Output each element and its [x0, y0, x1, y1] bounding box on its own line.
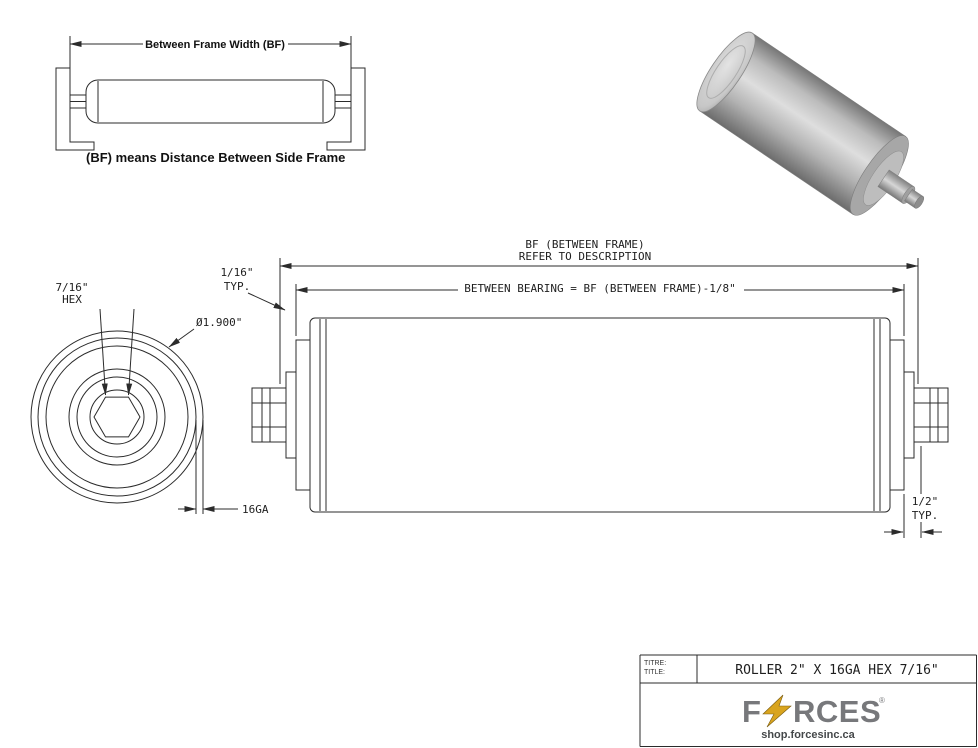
- title-label: TITLE:: [644, 669, 665, 676]
- website-text: shop.forcesinc.ca: [761, 729, 855, 741]
- shaft-right: [913, 387, 949, 443]
- gauge-label: 16GA: [242, 503, 269, 516]
- roller-tube: [309, 317, 891, 513]
- hex-word-label: HEX: [62, 293, 82, 306]
- roller-end-view: 7/16" HEX Ø1.900" 16GA: [30, 281, 269, 516]
- tube-id-circle: [37, 337, 197, 497]
- cylinder-near-end-face-3d: [696, 31, 756, 113]
- shaft-left: [251, 387, 287, 443]
- gap-size-label: 1/16": [220, 266, 253, 279]
- bore-circle: [89, 389, 145, 445]
- end-face-ring-3d: [706, 45, 746, 99]
- diameter-label: Ø1.900": [196, 316, 242, 329]
- registered-mark: ®: [879, 696, 885, 705]
- swage-circle: [45, 345, 189, 489]
- roller-body-small: [85, 79, 336, 124]
- between-bearing-text-mask: [458, 280, 744, 295]
- logo-text-f: F: [742, 694, 761, 729]
- left-side-frame: [55, 67, 95, 151]
- bearing-flange-right: [889, 339, 905, 491]
- diameter-leader: [168, 328, 195, 348]
- logo-text-rces: RCES: [793, 694, 881, 729]
- shaft-size-label: 1/2": [912, 495, 939, 508]
- between-bearing-label: BETWEEN BEARING = BF (BETWEEN FRAME)-1/8…: [464, 282, 736, 295]
- bearing-collar-left: [285, 371, 297, 459]
- hex-size-label: 7/16": [55, 281, 88, 294]
- half-text-mask: [906, 494, 944, 522]
- hex-bore: [93, 396, 141, 438]
- roller-3d-render: [696, 31, 925, 216]
- gap-leader: [247, 292, 286, 311]
- bearing-inner-circle: [76, 376, 158, 458]
- roller-side-view: BF (BETWEEN FRAME) REFER TO DESCRIPTION …: [220, 238, 949, 538]
- right-side-frame: [326, 67, 366, 151]
- bf-text-line2: REFER TO DESCRIPTION: [519, 250, 651, 263]
- title-block: TITRE: TITLE: ROLLER 2" X 16GA HEX 7/16"…: [639, 654, 977, 747]
- bf-text-line1: BF (BETWEEN FRAME): [525, 238, 644, 251]
- bf-dim-label: Between Frame Width (BF): [145, 39, 285, 51]
- bf-caption: (BF) means Distance Between Side Frame: [86, 150, 345, 165]
- hex-leader-right: [126, 308, 135, 396]
- shaft-typ-label: TYP.: [912, 509, 939, 522]
- bearing-collar-right: [903, 371, 915, 459]
- hex-leader-left: [99, 308, 108, 396]
- lightning-bolt-icon: [762, 694, 792, 728]
- bearing-housing-circle: [68, 368, 166, 466]
- bearing-flange-left: [295, 339, 311, 491]
- forces-logo: F RCES ®: [742, 694, 885, 729]
- drawing-title: ROLLER 2" X 16GA HEX 7/16": [735, 663, 939, 678]
- shaft-end-face-3d: [914, 196, 925, 209]
- titre-label: TITRE:: [644, 660, 666, 667]
- tube-od-circle: [30, 330, 204, 504]
- gap-typ-label: TYP.: [224, 280, 251, 293]
- frame-width-diagram: Between Frame Width (BF) (BF) means Dist…: [55, 36, 366, 165]
